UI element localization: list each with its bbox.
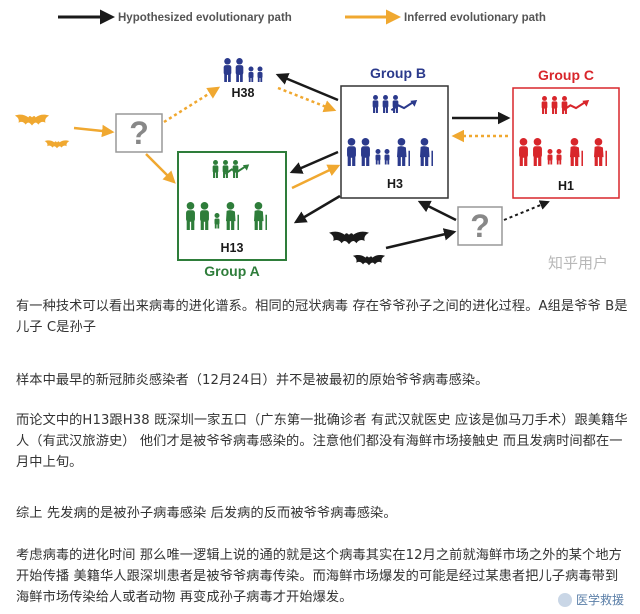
group-b-label: Group B xyxy=(370,65,426,81)
h13-label: H13 xyxy=(221,241,244,255)
watermark: 知乎用户 xyxy=(548,255,608,272)
legend-hypothesized-label: Hypothesized evolutionary path xyxy=(118,12,292,24)
group-c-box: H1 xyxy=(512,87,620,199)
question-mark-icon: ? xyxy=(129,115,149,151)
source-badge-label: 医学救援 xyxy=(575,593,624,607)
legend-inferred-label: Inferred evolutionary path xyxy=(404,12,546,24)
article-paragraph-2: 样本中最早的新冠肺炎感染者（12月24日）并不是被最初的原始爷爷病毒感染。 xyxy=(16,373,489,388)
wechat-icon xyxy=(557,592,572,607)
evolution-diagram: Hypothesized evolutionary path Inferred … xyxy=(14,9,620,279)
source-badge: 医学救援 xyxy=(553,589,630,610)
h1-label: H1 xyxy=(558,179,574,193)
bat-icon xyxy=(14,114,70,149)
evolution-arrows xyxy=(73,73,550,250)
question-mark-icon-right: ? xyxy=(470,208,490,244)
group-a-box: H13 xyxy=(177,151,287,261)
unknown-source-left: ? xyxy=(115,113,163,153)
article-paragraph-1: 有一种技术可以看出来病毒的进化谱系。相同的冠状病毒 存在爷爷孙子之间的进化过程。… xyxy=(16,299,628,335)
unknown-source-right: ? xyxy=(457,206,503,246)
article-paragraph-4: 综上 先发病的是被孙子病毒感染 后发病的反而被爷爷病毒感染。 xyxy=(16,506,397,521)
article-paragraph-3: 而论文中的H13跟H38 既深圳一家五口（广东第一批确诊者 有武汉就医史 应该是… xyxy=(16,413,628,470)
group-c-label: Group C xyxy=(538,67,594,83)
legend: Hypothesized evolutionary path Inferred … xyxy=(58,9,546,25)
h38-label: H38 xyxy=(232,86,255,100)
article-paragraph-5: 考虑病毒的进化时间 那么唯一逻辑上说的通的就是这个病毒其实在12月之前就海鲜市场… xyxy=(16,548,622,605)
bat-icon-black xyxy=(329,231,386,266)
group-b-box: H3 xyxy=(340,85,449,199)
node-h38: H38 xyxy=(223,58,263,100)
group-a-label: Group A xyxy=(204,263,259,279)
h3-label: H3 xyxy=(387,177,403,191)
